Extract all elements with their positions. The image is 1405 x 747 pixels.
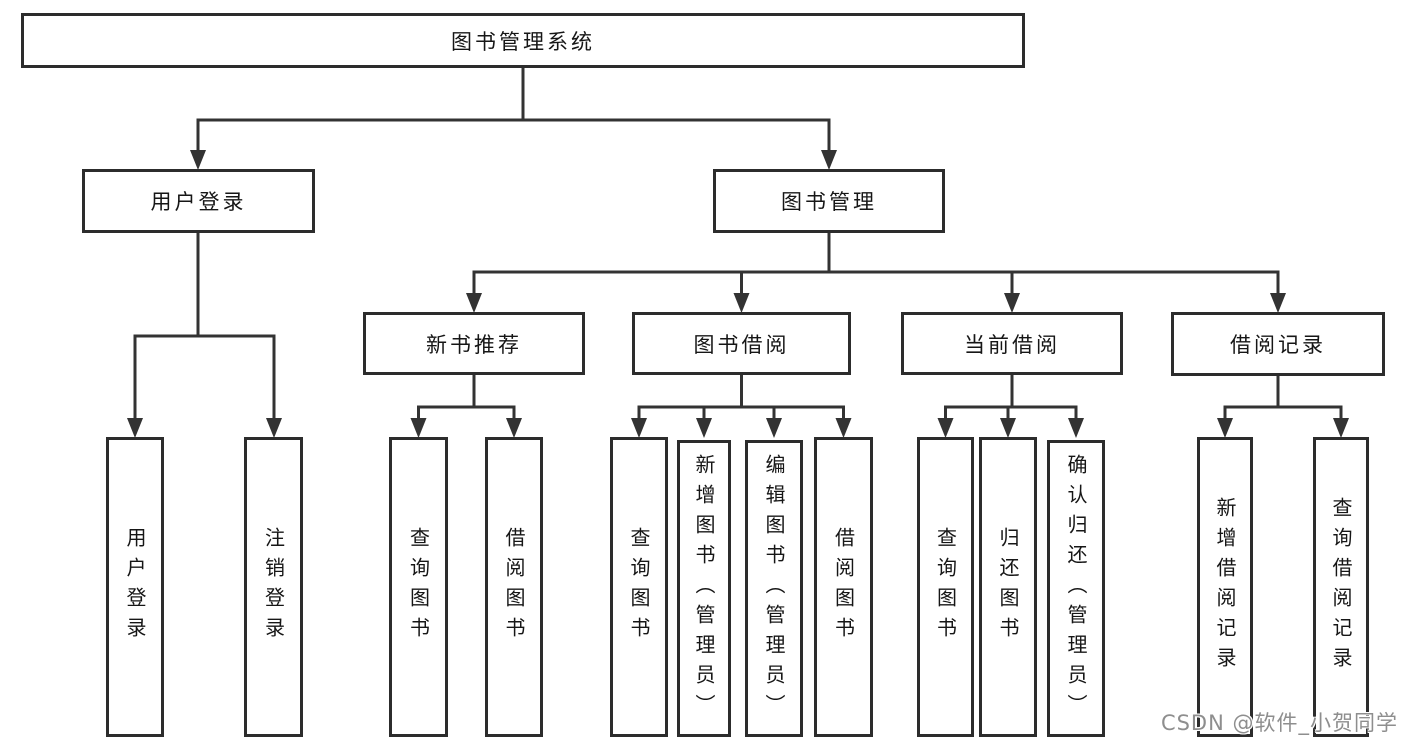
node-current-borrow: 当前借阅 <box>901 312 1123 375</box>
leaf-cb-confirm-return-admin: 确认归还（管理员） <box>1047 440 1105 737</box>
leaf-br-query-record: 查询借阅记录 <box>1313 437 1369 737</box>
node-new-book-recommend: 新书推荐 <box>363 312 585 375</box>
node-book-borrow-label: 图书借阅 <box>693 332 790 357</box>
node-borrow-record-label: 借阅记录 <box>1230 333 1326 357</box>
leaf-bb-add-books-admin: 新增图书（管理员） <box>677 440 731 737</box>
node-user-login-label: 用户登录 <box>150 190 247 214</box>
leaf-user-login: 用户登录 <box>106 437 164 737</box>
leaf-nb-borrow-books: 借阅图书 <box>485 437 543 737</box>
leaf-cb-return-books: 归还图书 <box>979 437 1037 737</box>
node-user-login: 用户登录 <box>82 169 315 233</box>
node-new-book-recommend-label: 新书推荐 <box>426 332 522 357</box>
node-book-management: 图书管理 <box>713 169 945 233</box>
leaf-bb-edit-books-admin-label: 编辑图书（管理员） <box>762 453 786 724</box>
leaf-nb-query-books-label: 查询图书 <box>406 527 431 647</box>
leaf-cb-query-books: 查询图书 <box>917 437 974 737</box>
node-borrow-record: 借阅记录 <box>1171 312 1385 376</box>
leaf-bb-query-books-label: 查询图书 <box>627 527 651 647</box>
csdn-watermark: CSDN @软件_小贺同学 <box>1160 711 1398 735</box>
leaf-bb-borrow-books: 借阅图书 <box>814 437 873 737</box>
leaf-bb-edit-books-admin: 编辑图书（管理员） <box>745 440 803 737</box>
leaf-br-query-record-label: 查询借阅记录 <box>1329 497 1353 677</box>
node-root: 图书管理系统 <box>21 13 1025 68</box>
leaf-bb-query-books: 查询图书 <box>610 437 668 737</box>
leaf-nb-query-books: 查询图书 <box>389 437 448 737</box>
node-root-label: 图书管理系统 <box>451 29 595 54</box>
leaf-cb-confirm-return-admin-label: 确认归还（管理员） <box>1064 453 1088 724</box>
leaf-nb-borrow-books-label: 借阅图书 <box>502 527 526 647</box>
node-current-borrow-label: 当前借阅 <box>964 332 1060 357</box>
arrowheads <box>127 150 1349 438</box>
leaf-user-login-label: 用户登录 <box>123 527 147 647</box>
leaf-cb-query-books-label: 查询图书 <box>933 527 958 647</box>
leaf-logout-login-label: 注销登录 <box>261 527 286 647</box>
leaf-logout-login: 注销登录 <box>244 437 303 737</box>
leaf-bb-borrow-books-label: 借阅图书 <box>831 527 856 647</box>
leaf-br-add-record-label: 新增借阅记录 <box>1213 497 1237 677</box>
leaf-cb-return-books-label: 归还图书 <box>996 527 1020 647</box>
node-book-borrow: 图书借阅 <box>632 312 851 375</box>
node-book-management-label: 图书管理 <box>781 190 877 214</box>
leaf-bb-add-books-admin-label: 新增图书（管理员） <box>692 453 716 724</box>
leaf-br-add-record: 新增借阅记录 <box>1197 437 1253 737</box>
